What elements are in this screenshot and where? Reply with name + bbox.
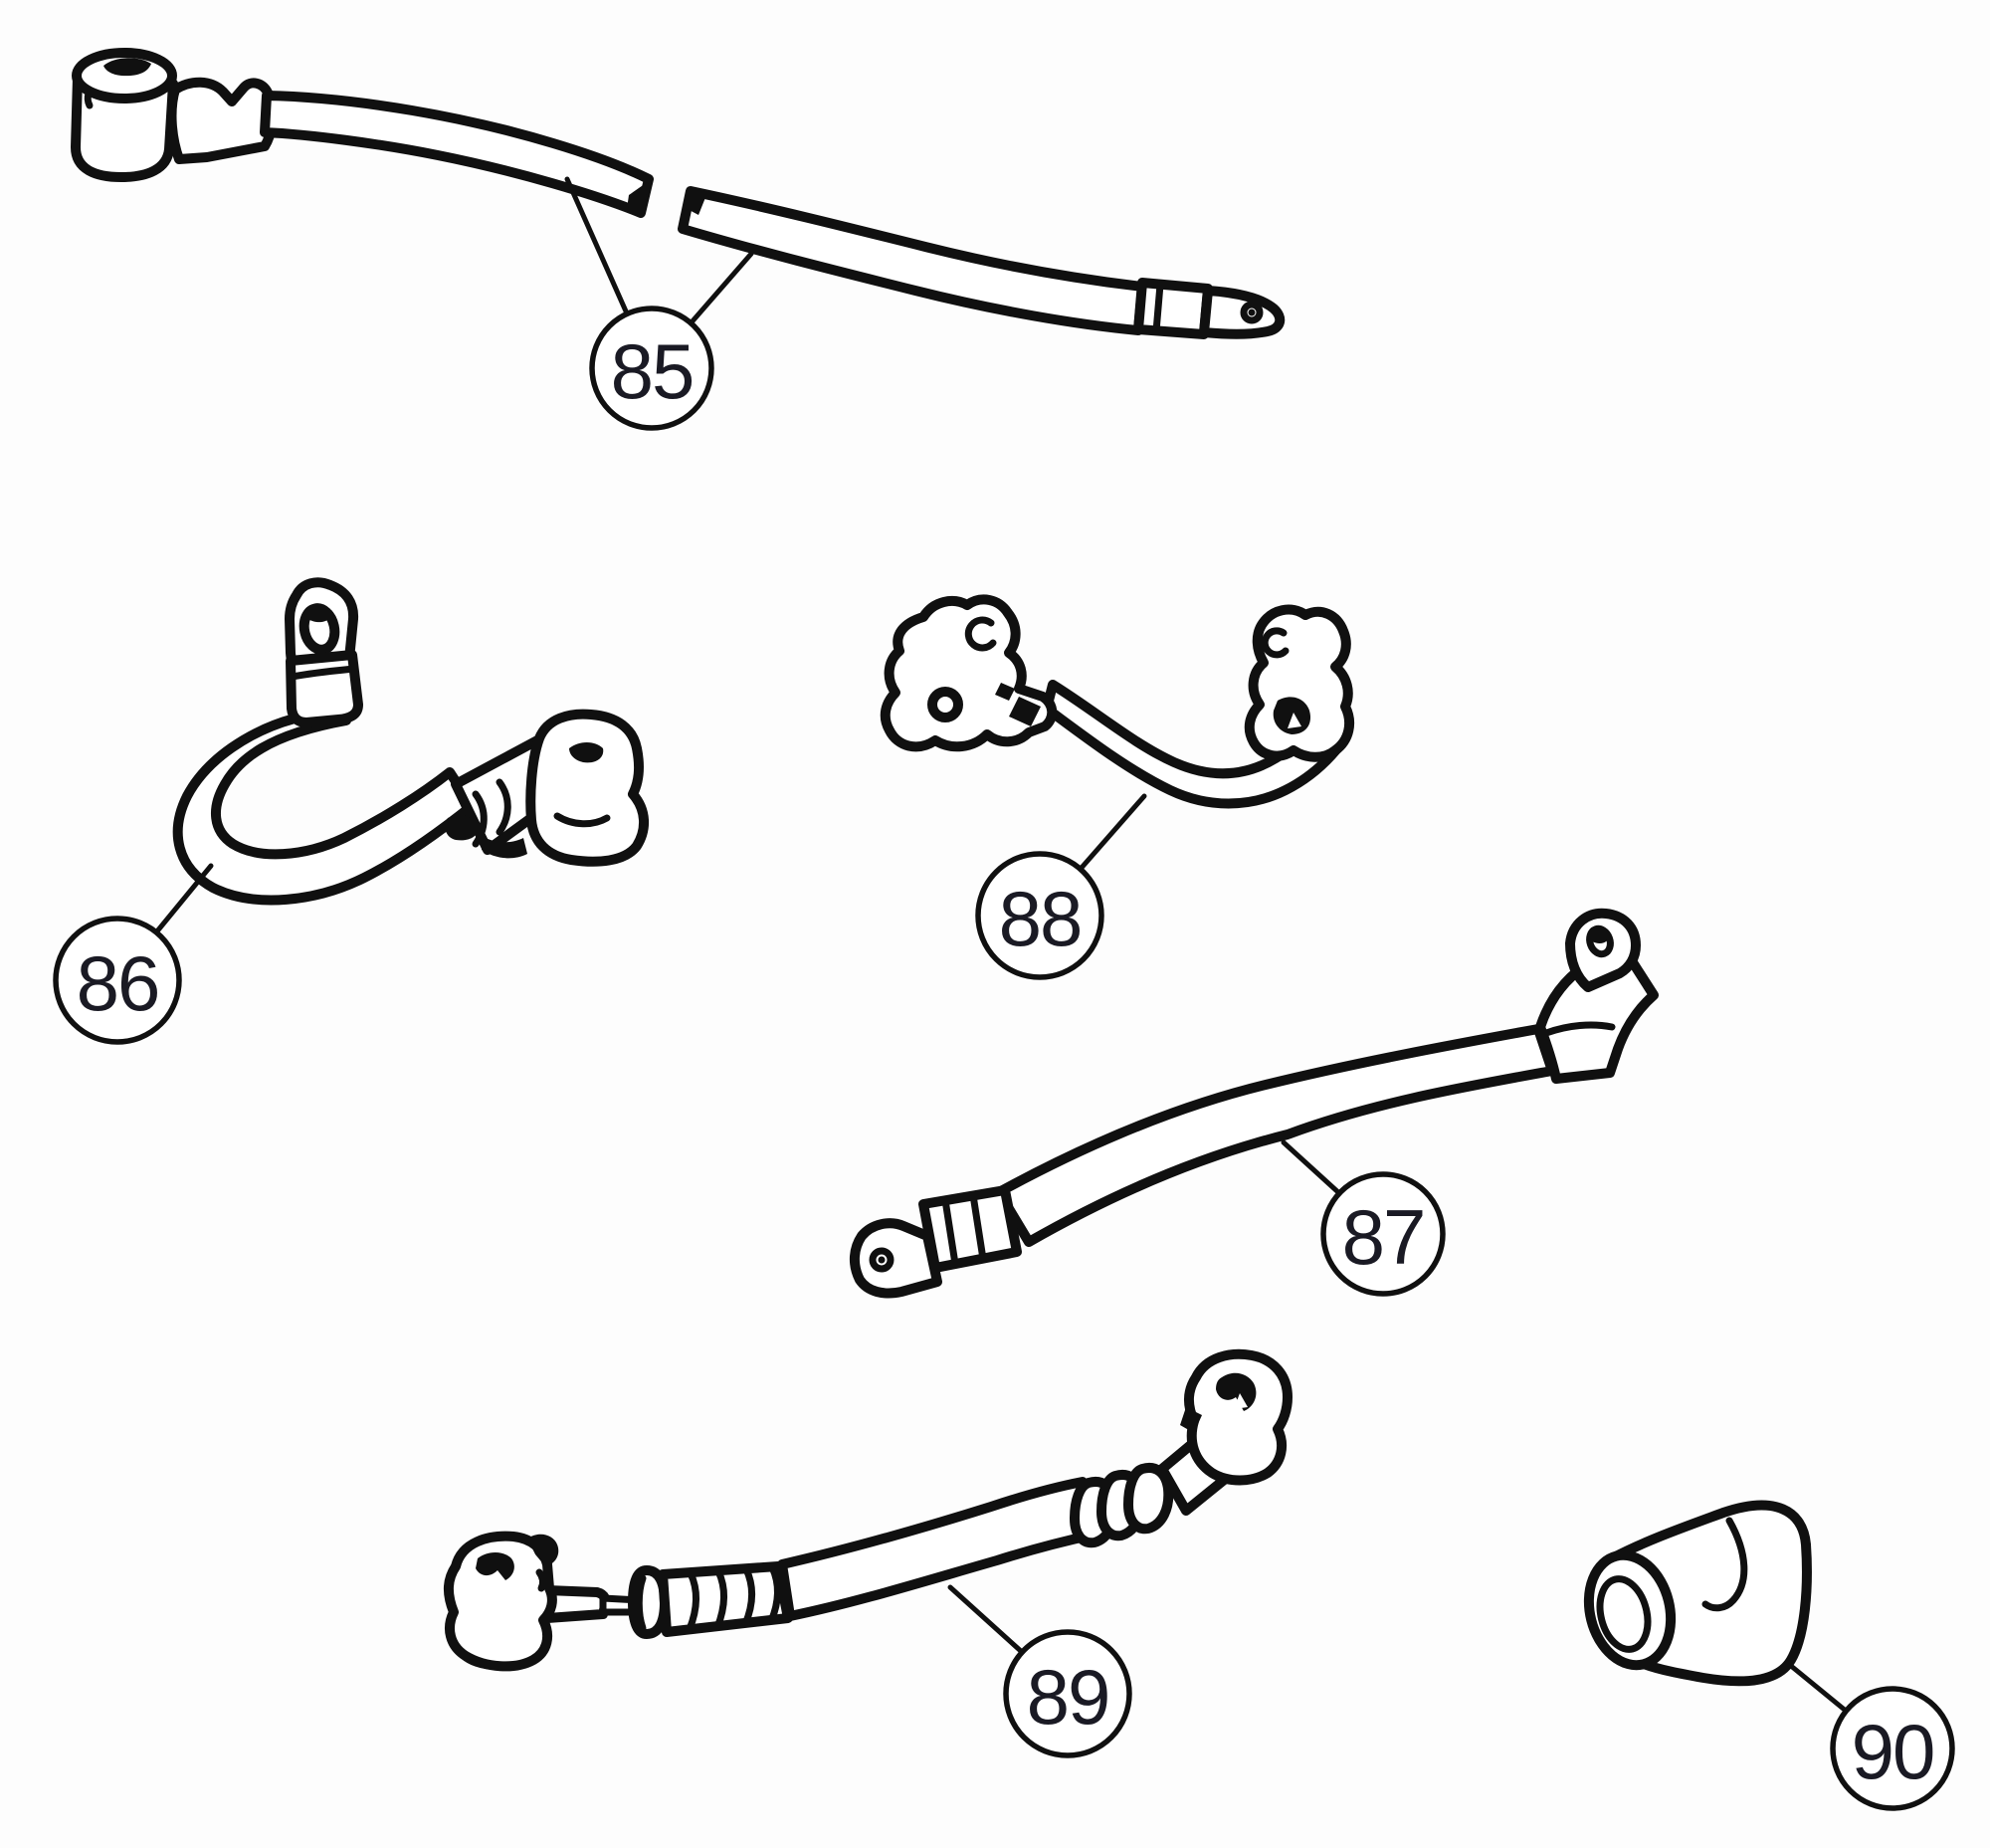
part-89-left-clamp <box>444 1531 557 1672</box>
part-87-ferrule-band-2 <box>969 1191 987 1263</box>
callout-90-label: 90 <box>1852 1708 1934 1795</box>
part-88-left-bracket <box>880 594 1058 752</box>
callout-86: 86 <box>53 863 214 1045</box>
part-87-top-eyelet-shadow <box>1590 929 1610 943</box>
part-88-ferrule-shadow <box>1009 697 1041 726</box>
callout-86-leader <box>153 863 214 935</box>
callout-85-leader-1 <box>564 176 630 316</box>
callout-87: 87 <box>1281 1139 1446 1297</box>
part-85-ferrule-band <box>1152 281 1164 335</box>
part-89-cable <box>777 1477 1099 1621</box>
part-90-opening-inner <box>1596 1575 1652 1653</box>
part-87-ferrule <box>918 1185 1022 1273</box>
part-89-left-clamp-bolt <box>527 1534 559 1566</box>
callout-87-leader <box>1281 1139 1342 1196</box>
callout-86-label: 86 <box>77 939 159 1027</box>
callout-87-circle <box>1320 1171 1446 1297</box>
part-87-eyelet-dot <box>878 1256 886 1264</box>
part-87-starter-cable-drawing <box>850 908 1659 1299</box>
part-86-earth-cable-drawing <box>172 577 649 906</box>
callout-85-leader-2 <box>688 251 754 326</box>
part-87-eyelet-lug <box>850 1218 942 1299</box>
callout-85-circle <box>589 306 714 431</box>
part-87-elbow <box>1535 940 1659 1084</box>
callout-88: 88 <box>975 793 1147 980</box>
part-86-clamp-head <box>525 709 649 867</box>
part-86-lug-hole-shadow <box>306 607 332 623</box>
callout-90-circle <box>1830 1686 1955 1811</box>
part-85-terminal-cylinder <box>71 73 178 182</box>
part-86-ferrule <box>286 650 363 727</box>
callout-90: 90 <box>1788 1663 1955 1811</box>
part-86-clamp-crease <box>553 812 611 828</box>
part-85-cap-shading <box>103 58 151 77</box>
part-87-cable <box>994 1024 1557 1247</box>
part-86-cable-u <box>172 714 477 906</box>
part-86-neck-shadow-1 <box>445 815 479 841</box>
callout-89: 89 <box>947 1584 1132 1758</box>
part-85-seam-tick <box>84 90 94 109</box>
part-85-clamp-head <box>166 77 278 164</box>
part-90-boot-crease <box>1701 1517 1748 1612</box>
callout-89-circle <box>1003 1629 1132 1758</box>
part-88-right-lower-hole <box>1273 697 1311 734</box>
part-86-ferrule-band <box>289 665 358 681</box>
part-88-left-upper-hole <box>964 616 997 652</box>
part-89-right-hole-highlight <box>1234 1393 1248 1409</box>
part-86-neck-band-2 <box>496 778 511 836</box>
part-89-right-clamp-hole <box>1216 1372 1257 1411</box>
part-89-rib-4 <box>767 1563 781 1625</box>
part-89-battery-lead-drawing <box>444 1348 1293 1672</box>
part-88-ferrule-shadow-2 <box>995 683 1015 701</box>
callout-86-circle <box>53 916 182 1045</box>
part-89-rib-3 <box>741 1565 755 1628</box>
part-88-right-bracket <box>1244 604 1355 762</box>
part-89-left-clamp-crease <box>535 1568 547 1592</box>
part-87-ferrule-band-1 <box>941 1196 959 1268</box>
part-89-rib-1 <box>686 1569 699 1633</box>
part-88-jumper-cable-drawing <box>880 594 1355 809</box>
callout-90-leader <box>1788 1663 1849 1714</box>
part-85-cable-rear-half <box>678 186 1147 335</box>
callout-85-label: 85 <box>611 327 694 415</box>
part-86-neck-shadow-2 <box>482 836 527 859</box>
part-87-elbow-band <box>1542 1021 1616 1037</box>
callout-85: 85 <box>564 176 754 431</box>
callout-89-leader <box>947 1584 1025 1655</box>
callout-88-circle <box>975 851 1104 980</box>
callout-87-label: 87 <box>1342 1193 1425 1281</box>
part-88-left-lower-hole <box>927 687 963 722</box>
callout-88-leader <box>1078 793 1147 872</box>
callout-88-label: 88 <box>999 875 1082 962</box>
part-85-cable-front-half <box>260 91 654 218</box>
part-85-eyelet-dot <box>1248 308 1256 316</box>
part-85-ferrule <box>1133 278 1213 339</box>
part-89-left-clamp-hole <box>476 1552 514 1580</box>
part-89-right-clamp <box>1184 1348 1293 1486</box>
part-90-terminal-boot-drawing <box>1583 1500 1812 1687</box>
part-85-cable-cut-mark <box>627 181 649 213</box>
part-85-cable-cut-mark-2 <box>684 190 706 215</box>
part-86-neck-band-1 <box>472 790 488 848</box>
part-88-right-upper-hole <box>1261 627 1290 659</box>
part-88-right-hole-highlight <box>1288 713 1301 728</box>
part-89-rib-2 <box>713 1567 727 1631</box>
part-85-battery-cable-drawing <box>71 48 1286 339</box>
part-89-collar-line <box>635 1574 647 1632</box>
part-86-clamp-shading <box>569 742 604 763</box>
callout-89-label: 89 <box>1027 1653 1109 1741</box>
part-89-right-clamp-shadow <box>1180 1407 1202 1433</box>
